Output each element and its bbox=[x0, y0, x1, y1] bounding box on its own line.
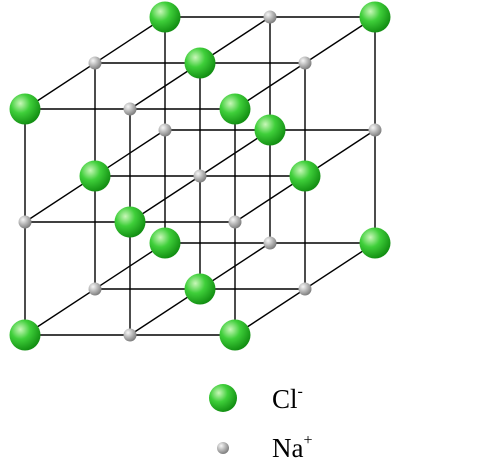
chloride-ion bbox=[289, 160, 321, 192]
chloride-ion bbox=[149, 1, 181, 33]
chloride-ion bbox=[9, 93, 41, 125]
chloride-ion bbox=[254, 114, 286, 146]
chloride-ion bbox=[184, 47, 216, 79]
legend: Cl- Na+ bbox=[209, 383, 313, 462]
legend-sodium-swatch bbox=[217, 442, 229, 454]
sodium-ion bbox=[158, 123, 172, 137]
chloride-ion bbox=[359, 227, 391, 259]
sodium-ion bbox=[123, 328, 137, 342]
legend-chloride-label: Cl- bbox=[272, 383, 303, 414]
legend-sodium-label: Na+ bbox=[272, 432, 313, 462]
chloride-ion bbox=[79, 160, 111, 192]
sodium-ion bbox=[263, 236, 277, 250]
sodium-ion bbox=[88, 56, 102, 70]
chloride-ion bbox=[184, 273, 216, 305]
chloride-ion bbox=[149, 227, 181, 259]
legend-chloride-swatch bbox=[209, 384, 237, 412]
chloride-ion bbox=[219, 93, 251, 125]
sodium-ion bbox=[368, 123, 382, 137]
chloride-ion bbox=[114, 206, 146, 238]
lattice-atoms bbox=[9, 1, 391, 351]
sodium-ion bbox=[298, 56, 312, 70]
chloride-ion bbox=[219, 319, 251, 351]
sodium-ion bbox=[298, 282, 312, 296]
sodium-ion bbox=[18, 215, 32, 229]
sodium-ion bbox=[88, 282, 102, 296]
chloride-ion bbox=[9, 319, 41, 351]
sodium-ion bbox=[123, 102, 137, 116]
chloride-ion bbox=[359, 1, 391, 33]
sodium-ion bbox=[193, 169, 207, 183]
sodium-ion bbox=[263, 10, 277, 24]
sodium-ion bbox=[228, 215, 242, 229]
